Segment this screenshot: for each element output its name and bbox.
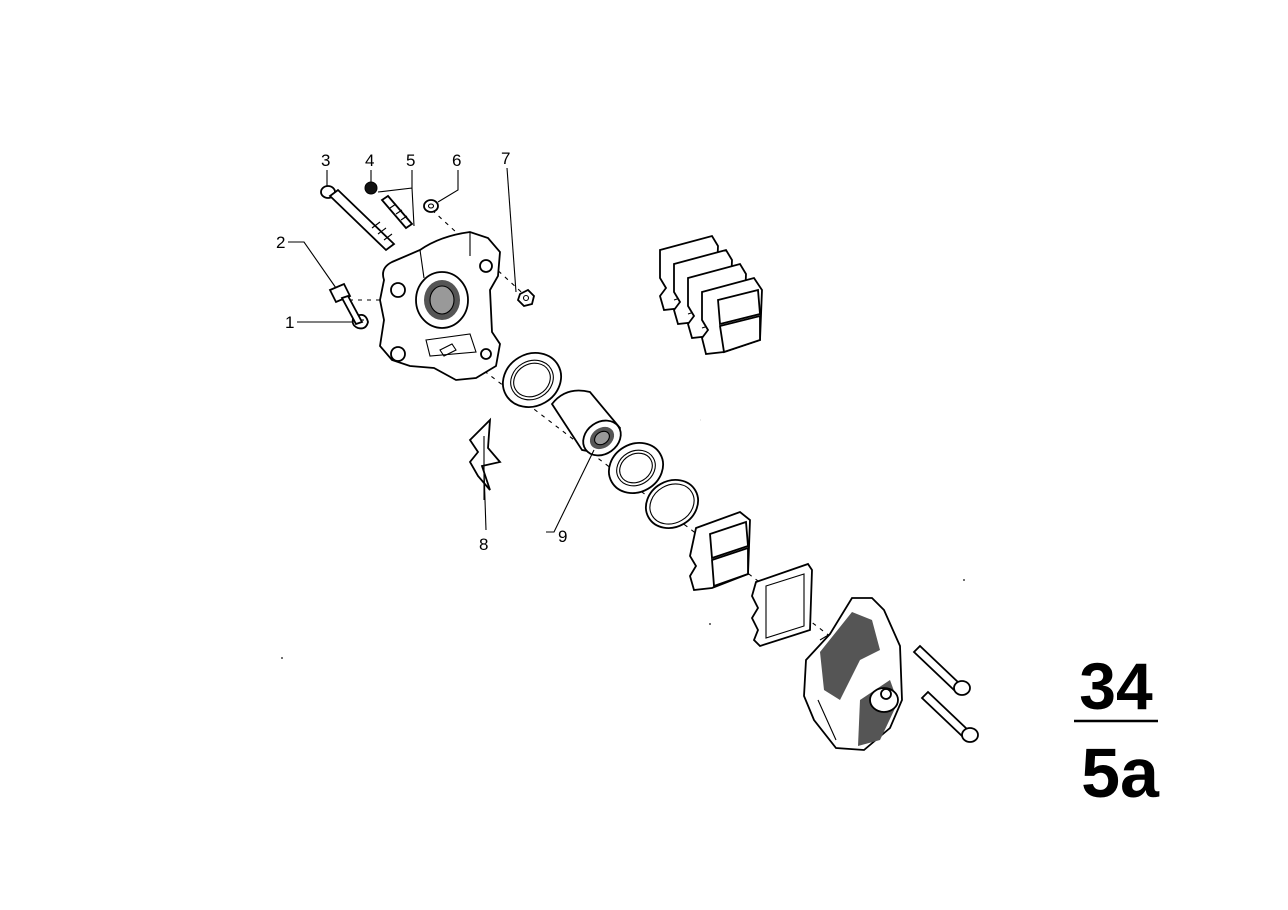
part-6-washer[interactable] <box>423 199 439 213</box>
scan-specks <box>281 579 965 659</box>
piston-seal-ring[interactable] <box>600 433 672 503</box>
part-label-5: 5 <box>406 151 415 170</box>
caliper-housing-inner[interactable] <box>379 231 501 381</box>
caliper-housing-outer[interactable] <box>803 597 903 751</box>
dust-seal-ring[interactable] <box>493 342 571 417</box>
part-4-bleeder-cap[interactable] <box>364 181 378 195</box>
part-label-8: 8 <box>479 535 488 554</box>
part-label-1: 1 <box>285 313 294 332</box>
brake-pad-inner[interactable] <box>689 510 751 591</box>
group-number-sub: 5a <box>1081 734 1160 812</box>
part-label-6: 6 <box>452 151 461 170</box>
leader-lines <box>288 167 595 533</box>
part-8-anti-squeal-spring[interactable] <box>468 417 502 500</box>
part-7-nut[interactable] <box>516 288 535 307</box>
part-label-4: 4 <box>365 151 374 170</box>
group-number-block: 34 5a <box>1074 649 1160 812</box>
brake-pad-shim[interactable] <box>750 562 813 648</box>
part-2-bolt[interactable] <box>328 282 364 326</box>
retaining-ring[interactable] <box>637 471 707 538</box>
part-5-bleeder-screw[interactable] <box>380 194 414 230</box>
caliper-mounting-bolts[interactable] <box>912 644 979 743</box>
brake-pad-set[interactable] <box>659 234 763 355</box>
part-label-3: 3 <box>321 151 330 170</box>
part-label-2: 2 <box>276 233 285 252</box>
part-9-piston[interactable] <box>550 389 628 463</box>
group-number-main: 34 <box>1079 649 1153 723</box>
part-label-7: 7 <box>501 149 510 168</box>
part-3-guide-bolt[interactable] <box>320 185 396 252</box>
part-label-9: 9 <box>558 527 567 546</box>
